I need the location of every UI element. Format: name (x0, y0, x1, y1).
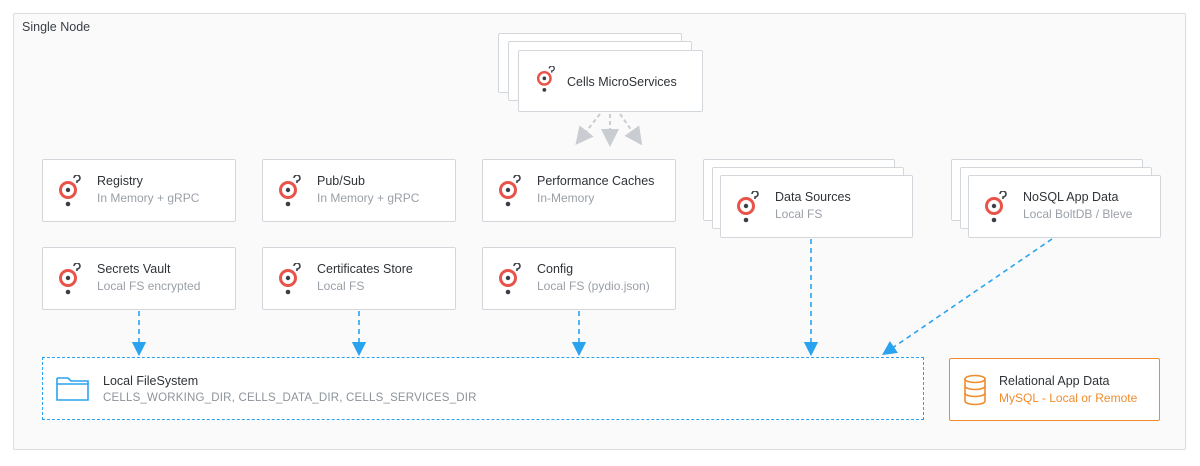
frame-title: Single Node (22, 20, 91, 34)
vault-title: Secrets Vault (97, 262, 171, 276)
cells-logo-icon (985, 191, 1007, 223)
cells-logo-icon (737, 191, 759, 223)
cells-logo-icon (499, 263, 521, 295)
folder-icon (56, 377, 89, 401)
microservices-card: Cells MicroServices (518, 50, 703, 112)
caches-card: Performance Caches In-Memory (482, 159, 676, 222)
pubsub-title: Pub/Sub (317, 174, 365, 188)
cells-logo-icon (536, 66, 555, 92)
cells-logo-icon (279, 263, 301, 295)
certs-subtitle: Local FS (317, 279, 365, 293)
local-filesystem-box: Local FileSystem CELLS_WORKING_DIR, CELL… (42, 357, 924, 420)
config-subtitle: Local FS (pydio.json) (537, 279, 650, 293)
cells-logo-icon (59, 175, 81, 207)
caches-title: Performance Caches (537, 174, 655, 188)
certs-card: Certificates Store Local FS (262, 247, 456, 310)
cells-logo-icon (279, 175, 301, 207)
caches-subtitle: In-Memory (537, 191, 595, 205)
cells-logo-icon (499, 175, 521, 207)
vault-subtitle: Local FS encrypted (97, 279, 201, 293)
datasources-card: Data Sources Local FS (720, 175, 913, 238)
registry-card: Registry In Memory + gRPC (42, 159, 236, 222)
datasources-subtitle: Local FS (775, 207, 823, 221)
config-card: Config Local FS (pydio.json) (482, 247, 676, 310)
database-icon (964, 374, 986, 406)
localfs-subtitle: CELLS_WORKING_DIR, CELLS_DATA_DIR, CELLS… (103, 392, 477, 404)
certs-title: Certificates Store (317, 262, 413, 276)
relational-title: Relational App Data (999, 374, 1110, 388)
config-title: Config (537, 262, 574, 276)
nosql-title: NoSQL App Data (1023, 190, 1119, 204)
pubsub-subtitle: In Memory + gRPC (317, 191, 420, 205)
vault-card: Secrets Vault Local FS encrypted (42, 247, 236, 310)
registry-subtitle: In Memory + gRPC (97, 191, 200, 205)
microservices-label: Cells MicroServices (567, 75, 677, 89)
cells-logo-icon (59, 263, 81, 295)
nosql-card: NoSQL App Data Local BoltDB / Bleve (968, 175, 1161, 238)
relational-data-box: Relational App Data MySQL - Local or Rem… (949, 358, 1160, 421)
pubsub-card: Pub/Sub In Memory + gRPC (262, 159, 456, 222)
datasources-title: Data Sources (775, 190, 851, 204)
registry-title: Registry (97, 174, 143, 188)
localfs-title: Local FileSystem (103, 374, 199, 388)
nosql-subtitle: Local BoltDB / Bleve (1023, 207, 1133, 221)
relational-subtitle: MySQL - Local or Remote (999, 391, 1138, 405)
